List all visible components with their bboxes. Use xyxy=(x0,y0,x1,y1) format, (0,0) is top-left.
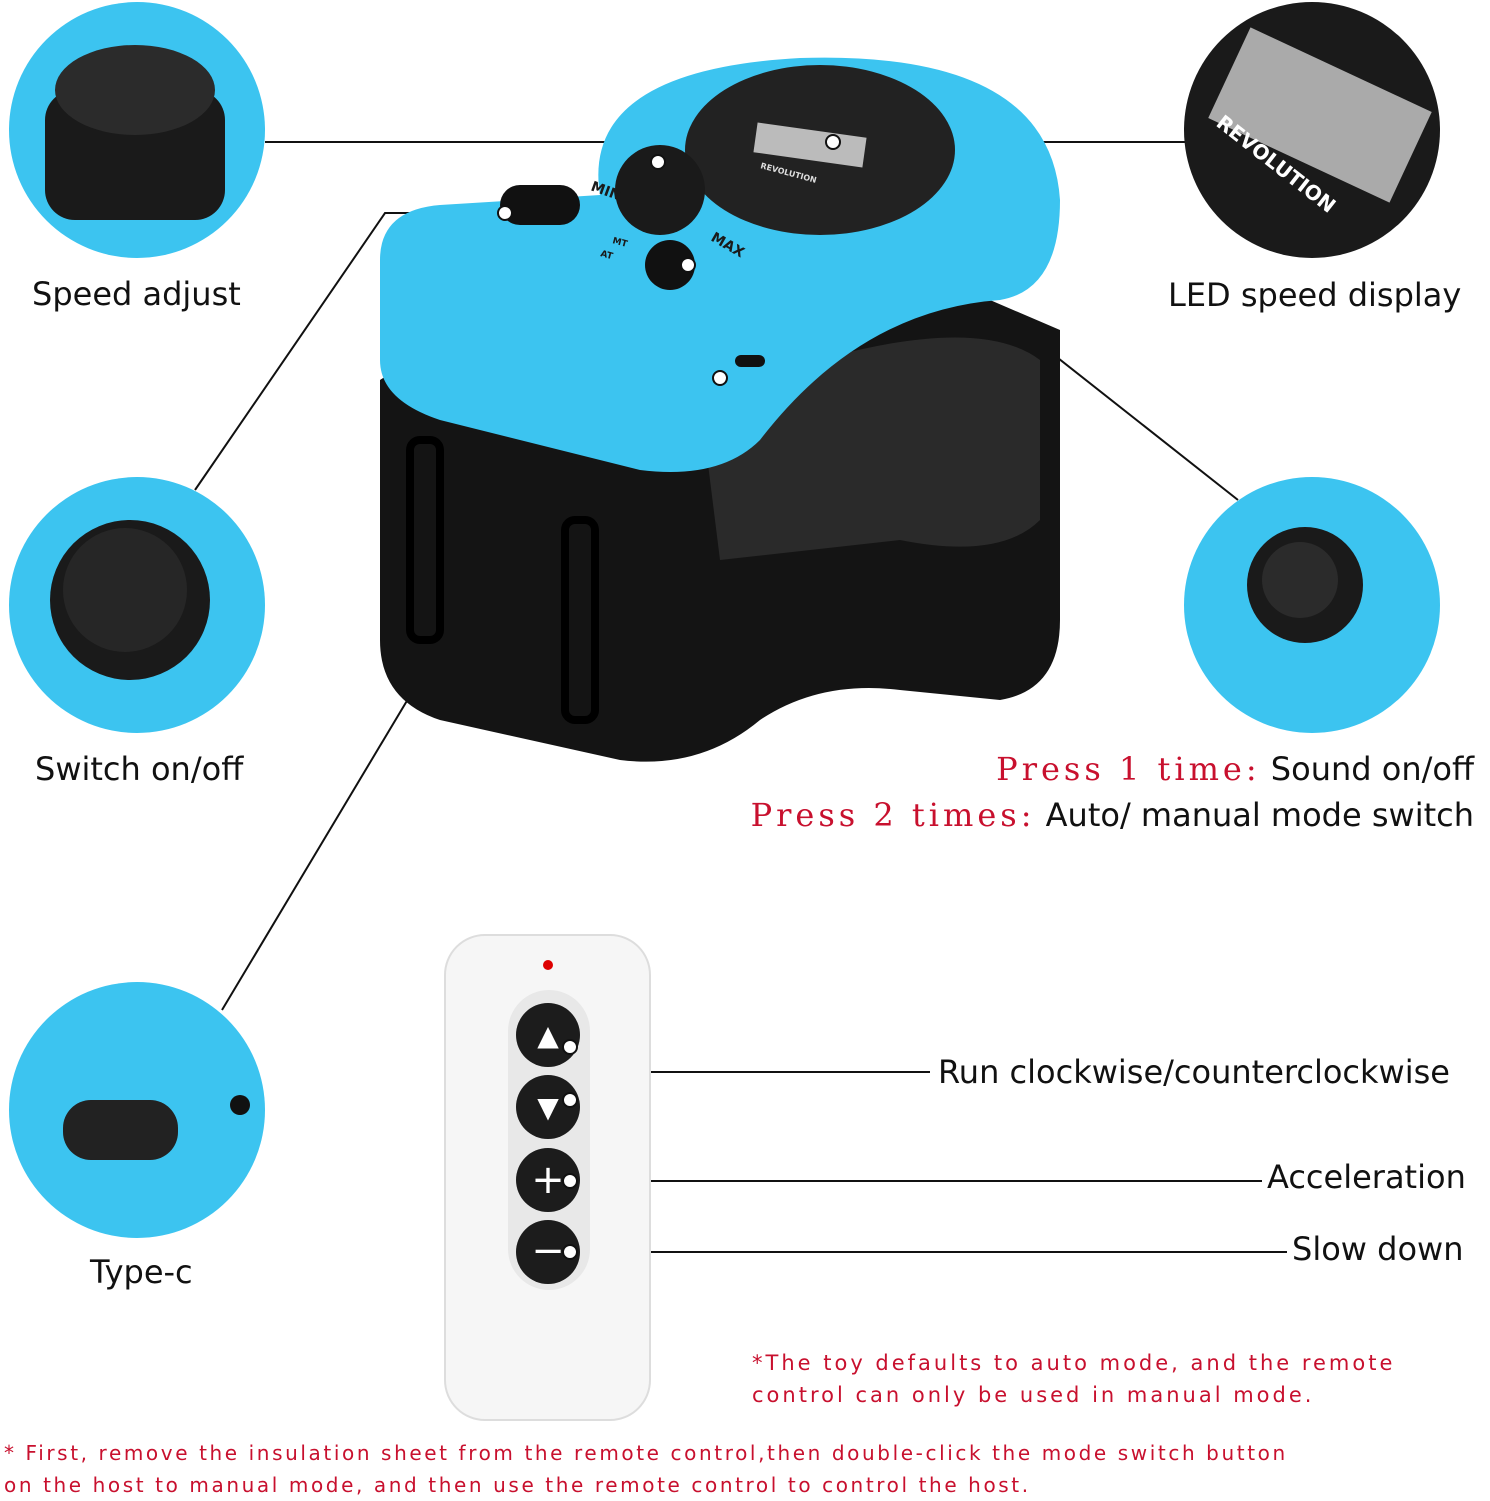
marking-at: AT xyxy=(599,249,614,262)
detail-knob xyxy=(9,2,265,258)
press-twice-text: Auto/ manual mode switch xyxy=(1045,796,1474,834)
svg-text:▲: ▲ xyxy=(537,1019,559,1052)
footer-note-line-2: on the host to manual mode, and then use… xyxy=(4,1473,1031,1497)
remote-note-line-1: *The toy defaults to auto mode, and the … xyxy=(752,1351,1396,1375)
label-acceleration: Acceleration xyxy=(1267,1158,1466,1196)
remote-down-button xyxy=(516,1075,580,1139)
svg-text:−: − xyxy=(531,1228,565,1274)
label-led-display: LED speed display xyxy=(1168,276,1462,314)
label-type-c: Type-c xyxy=(90,1253,193,1291)
press-once-line: Press 1 time: Sound on/off xyxy=(996,750,1474,788)
svg-text:▼: ▼ xyxy=(537,1091,559,1124)
detail-display xyxy=(1184,2,1440,258)
footer-note-line-1: * First, remove the insulation sheet fro… xyxy=(4,1441,1288,1465)
detail-type-c xyxy=(9,982,265,1238)
label-speed-adjust: Speed adjust xyxy=(32,275,241,313)
press-once-prefix: Press 1 time: xyxy=(996,750,1261,788)
remote-note: *The toy defaults to auto mode, and the … xyxy=(752,1347,1395,1411)
remote-control: ▲ ▼ + − xyxy=(444,934,651,1421)
device-body xyxy=(380,57,1060,762)
remote-plus-button xyxy=(516,1148,580,1212)
marking-mt: MT xyxy=(611,236,629,250)
press-twice-prefix: Press 2 times: xyxy=(750,796,1036,834)
detail-switch xyxy=(9,477,265,733)
callout-dots xyxy=(497,134,841,386)
press-once-text: Sound on/off xyxy=(1270,750,1474,788)
press-twice-line: Press 2 times: Auto/ manual mode switch xyxy=(751,796,1474,834)
remote-note-line-2: control can only be used in manual mode. xyxy=(752,1383,1315,1407)
svg-text:+: + xyxy=(531,1157,565,1203)
detail-mode-button xyxy=(1184,477,1440,733)
footer-note: * First, remove the insulation sheet fro… xyxy=(4,1437,1288,1501)
label-switch: Switch on/off xyxy=(35,750,244,788)
label-direction: Run clockwise/counterclockwise xyxy=(938,1053,1450,1091)
label-slow-down: Slow down xyxy=(1292,1230,1464,1268)
remote-minus-button xyxy=(516,1220,580,1284)
